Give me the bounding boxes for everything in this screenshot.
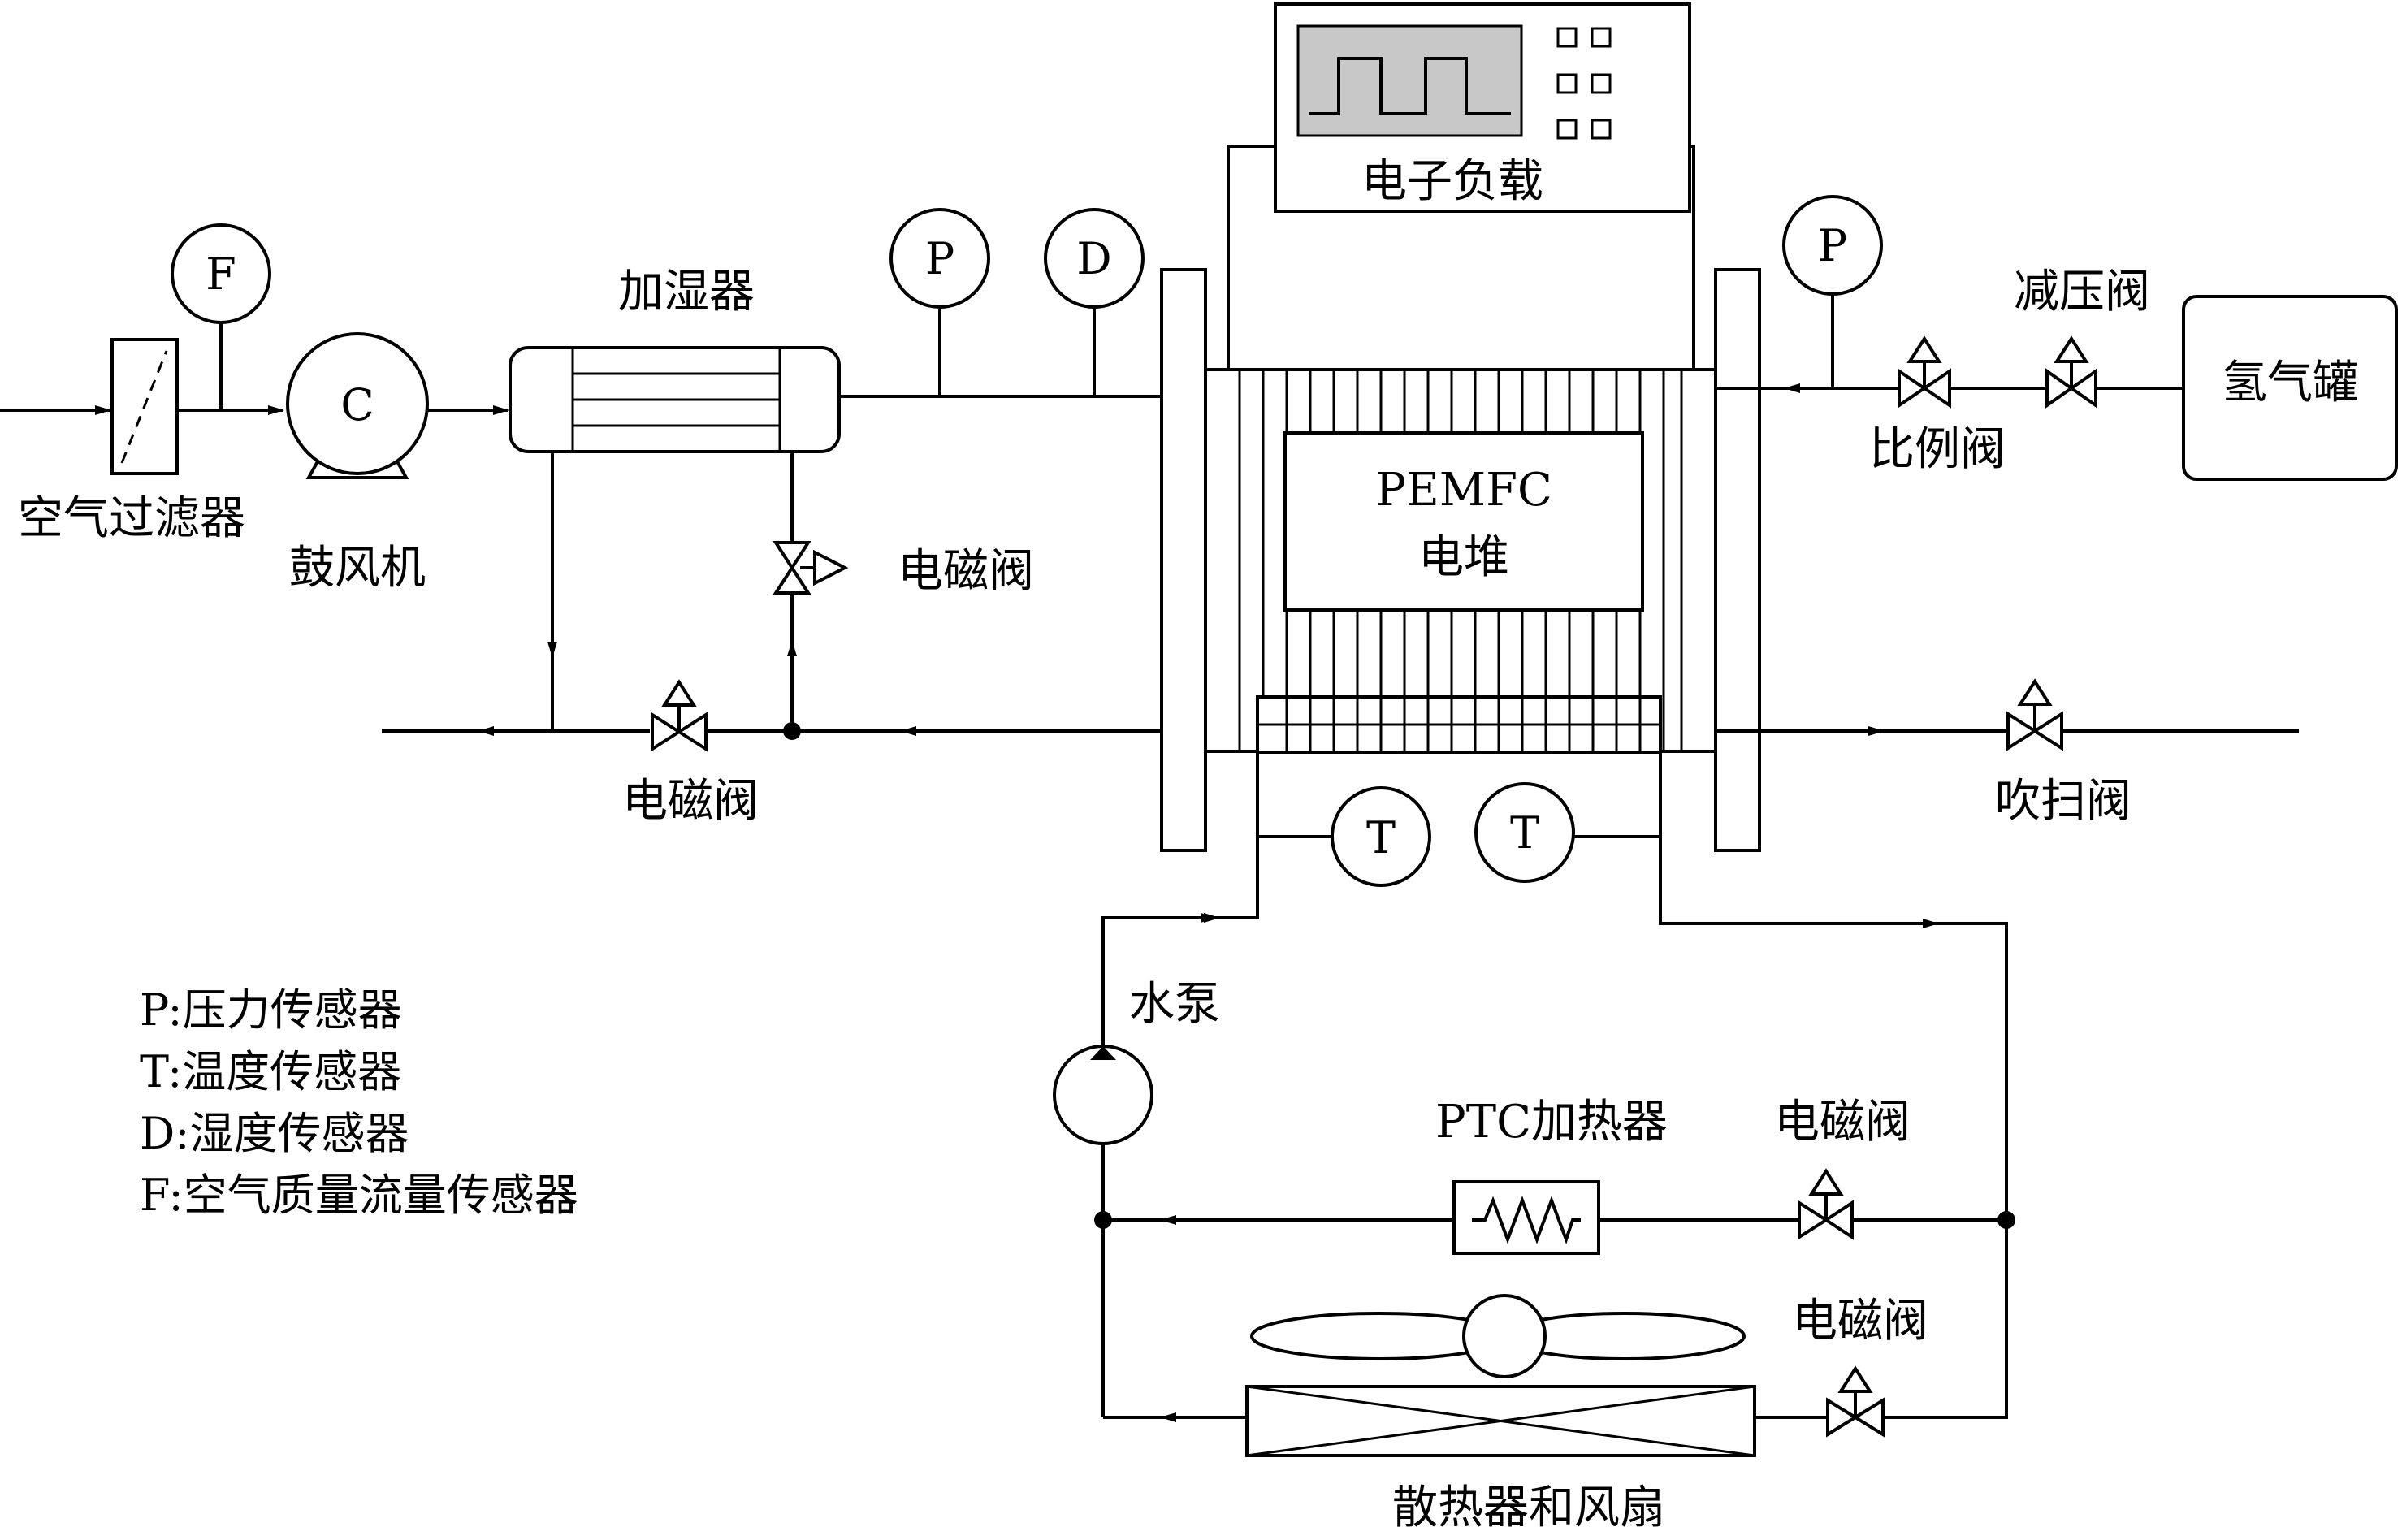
load-wires (1227, 145, 1695, 370)
heater-valve (1798, 1168, 1854, 1240)
bypass-valve-label: 电磁阀 (898, 545, 1034, 598)
humidity-sensor-symbol: D (1076, 233, 1111, 284)
pressure-sensor-hydrogen-symbol: P (1818, 220, 1847, 271)
flow-sensor-symbol: F (206, 249, 236, 300)
air-filter (110, 338, 179, 475)
filter-to-blower-line (177, 323, 284, 415)
reducing-valve (2045, 335, 2097, 409)
blower-label: 鼓风机 (289, 542, 426, 595)
legend: P:压力传感器 T:温度传感器 D:湿度传感器 F:空气质量流量传感器 (140, 984, 578, 1221)
coolant-channel (1256, 695, 1662, 754)
air-filter-label: 空气过滤器 (18, 492, 245, 545)
temp-sensor-outlet: T (1474, 782, 1575, 883)
temp-sensor-outlet-symbol: T (1510, 807, 1539, 859)
pressure-sensor-hydrogen: P (1782, 195, 1883, 296)
humidifier-to-stack-line (839, 292, 1220, 401)
blower: C (286, 332, 429, 479)
humidifier (509, 346, 841, 453)
hydrogen-tank-label: 氢气罐 (2222, 357, 2358, 409)
stack-label-line1: PEMFC (1375, 464, 1552, 517)
legend-item: T:温度传感器 (140, 1046, 401, 1097)
hydrogen-supply-line (1716, 294, 2183, 393)
radiator-and-fan (1245, 1294, 1756, 1457)
pump-line (1101, 913, 1217, 1417)
exhaust-valve (651, 679, 708, 752)
pressure-sensor-air-symbol: P (925, 233, 954, 284)
bypass-valve (773, 541, 849, 595)
exhaust-valve-label: 电磁阀 (622, 775, 759, 828)
pressure-sensor-air: P (889, 208, 990, 309)
electronic-load (1274, 2, 1691, 213)
flow-sensor: F (171, 223, 271, 324)
air-exhaust-line (382, 722, 1218, 740)
heater-valve-label: 电磁阀 (1774, 1096, 1911, 1149)
proportional-valve-label: 比例阀 (1869, 423, 2006, 476)
legend-item: P:压力传感器 (140, 984, 402, 1036)
legend-item: F:空气质量流量传感器 (140, 1170, 578, 1221)
purge-valve (2006, 678, 2063, 751)
humidifier-label: 加湿器 (618, 266, 755, 318)
humidity-sensor: D (1044, 208, 1145, 309)
water-pump (1053, 1045, 1153, 1145)
proportional-valve (1898, 335, 1951, 409)
ptc-heater-label: PTC加热器 (1435, 1096, 1668, 1149)
purge-valve-label: 吹扫阀 (1995, 775, 2132, 828)
stack-body (1204, 368, 1717, 753)
temp-sensor-inlet-symbol: T (1366, 812, 1396, 863)
radiator-valve-label: 电磁阀 (1792, 1295, 1928, 1348)
ptc-heater (1452, 1180, 1600, 1255)
radiator-valve (1826, 1365, 2006, 1438)
reducing-valve-label: 减压阀 (2014, 266, 2150, 318)
temp-sensor-inlet: T (1331, 786, 1431, 887)
humidifier-bypass-lines (547, 452, 797, 731)
stack-end-plates (1160, 268, 1761, 852)
water-pump-label: 水泵 (1129, 978, 1220, 1031)
legend-item: D:湿度传感器 (140, 1108, 409, 1159)
blower-symbol: C (340, 379, 374, 430)
coolant-outlet-line (1105, 752, 1332, 923)
stack-label-line2: 电堆 (1418, 531, 1509, 584)
hydrogen-tank (2182, 295, 2398, 481)
heater-branch-line (1094, 1211, 2015, 1229)
electronic-load-label: 电子负载 (1361, 155, 1543, 208)
radiator-label: 散热器和风扇 (1392, 1482, 1665, 1534)
